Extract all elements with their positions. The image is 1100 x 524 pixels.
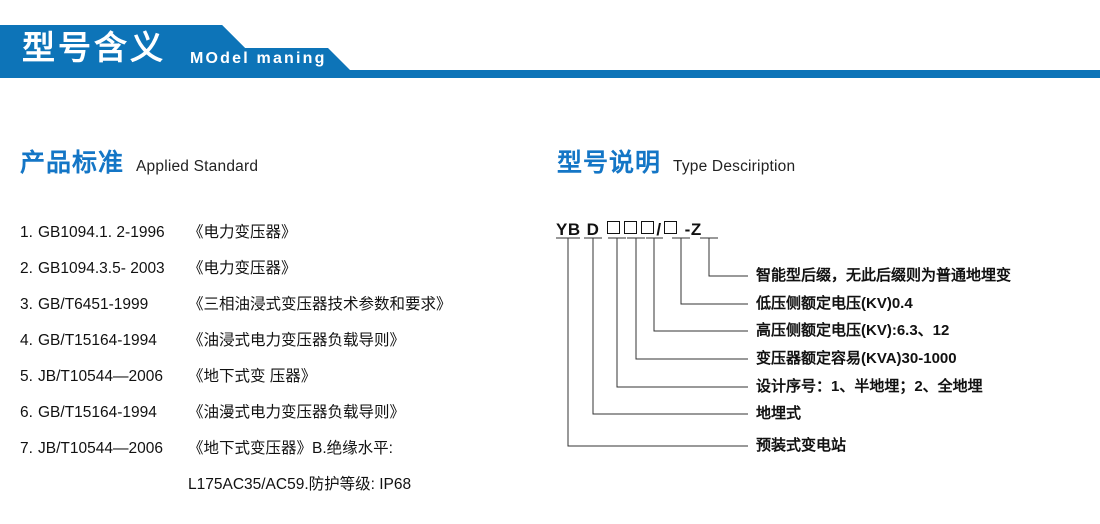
- leader-line-7: [708, 238, 748, 277]
- list-item: 1. GB1094.1. 2-1996 《电力变压器》: [20, 215, 550, 251]
- item-code: GB/T15164-1994: [38, 404, 157, 421]
- section-heading-cn: 型号说明: [557, 149, 662, 177]
- list-item: 5. JB/T10544—2006 《地下式变 压器》: [20, 359, 550, 395]
- banner-title: 型号含义: [22, 29, 166, 66]
- item-code: GB/T6451-1999: [38, 296, 149, 313]
- item-index: 6.: [20, 404, 33, 421]
- item-name: 《地下式变 压器》: [188, 368, 317, 385]
- leader-line-3: [616, 238, 748, 388]
- code-box-design: [641, 221, 655, 234]
- annotation-label-lv-voltage: 低压侧额定电压(KV)0.4: [756, 295, 913, 312]
- list-item: 7. JB/T10544—2006 《地下式变压器》B.绝缘水平:: [20, 431, 550, 467]
- item-index: 1.: [20, 224, 33, 241]
- section-heading-en: Type Desciription: [673, 158, 796, 175]
- annotation-label-design-serial: 设计序号：1、半地埋；2、全地埋: [756, 378, 983, 395]
- annotation-label-rated-capacity: 变压器额定容易(KVA)30-1000: [756, 350, 957, 367]
- annotation-label-hv-voltage: 高压侧额定电压(KV):6.3、12: [756, 322, 950, 339]
- item-index: 5.: [20, 368, 33, 385]
- list-item: 3. GB/T6451-1999 《三相油浸式变压器技术参数和要求》: [20, 287, 550, 323]
- model-code: YB D / -Z: [556, 218, 702, 242]
- item-code: GB1094.1. 2-1996: [38, 224, 165, 241]
- code-segment-yb: YB: [556, 220, 581, 239]
- standards-list: 1. GB1094.1. 2-1996 《电力变压器》 2. GB1094.3.…: [20, 215, 550, 503]
- item-name: 《电力变压器》: [188, 224, 297, 241]
- section-heading-cn: 产品标准: [20, 149, 125, 177]
- item-code: GB1094.3.5- 2003: [38, 260, 165, 277]
- list-item: 6. GB/T15164-1994 《油漫式电力变压器负载导则》: [20, 395, 550, 431]
- list-item-continuation: L175AC35/AC59.防护等级: IP68: [20, 467, 550, 503]
- annotation-label-prefab-station: 预装式变电站: [756, 437, 847, 454]
- item-index: 3.: [20, 296, 33, 313]
- code-segment-z: Z: [690, 220, 702, 239]
- leader-line-4: [635, 238, 748, 360]
- banner-subtitle: MOdel maning: [190, 50, 327, 67]
- list-item: 4. GB/T15164-1994 《油浸式电力变压器负载导则》: [20, 323, 550, 359]
- annotation-label-smart-suffix: 智能型后缀，无此后缀则为普通地埋变: [756, 267, 1012, 284]
- item-name: 《油漫式电力变压器负载导则》: [188, 404, 406, 421]
- code-box-capacity: [607, 221, 621, 234]
- banner-shape: [0, 25, 1100, 78]
- leader-line-2: [592, 238, 748, 415]
- item-index: 7.: [20, 440, 33, 457]
- code-segment-slash: /: [656, 220, 662, 239]
- section-heading-applied-standard: 产品标准 Applied Standard: [20, 143, 258, 179]
- item-name: 《三相油浸式变压器技术参数和要求》: [188, 296, 452, 313]
- item-continuation-text: L175AC35/AC59.防护等级: IP68: [188, 476, 412, 493]
- item-code: JB/T10544—2006: [38, 440, 163, 457]
- banner-shape-path: [0, 25, 1100, 78]
- leader-line-1: [567, 238, 748, 447]
- banner-shape-top: [0, 25, 245, 48]
- leader-line-5: [653, 238, 748, 332]
- page-banner: 型号含义 MOdel maning: [0, 0, 1100, 92]
- code-box-hv: [624, 221, 638, 234]
- code-segment-dash: -: [684, 220, 691, 239]
- annotation-label-buried-type: 地埋式: [756, 405, 802, 422]
- item-name: 《地下式变压器》B.绝缘水平:: [188, 440, 393, 457]
- code-box-lv: [663, 221, 677, 234]
- leader-line-6: [680, 238, 748, 305]
- list-item: 2. GB1094.3.5- 2003 《电力变压器》: [20, 251, 550, 287]
- code-segment-d: D: [586, 220, 600, 239]
- section-heading-type-description: 型号说明 Type Desciription: [557, 143, 795, 179]
- item-name: 《油浸式电力变压器负载导则》: [188, 332, 406, 349]
- item-name: 《电力变压器》: [188, 260, 297, 277]
- section-heading-en: Applied Standard: [136, 158, 259, 175]
- item-code: GB/T15164-1994: [38, 332, 157, 349]
- item-code: JB/T10544—2006: [38, 368, 163, 385]
- item-index: 2.: [20, 260, 33, 277]
- item-index: 4.: [20, 332, 33, 349]
